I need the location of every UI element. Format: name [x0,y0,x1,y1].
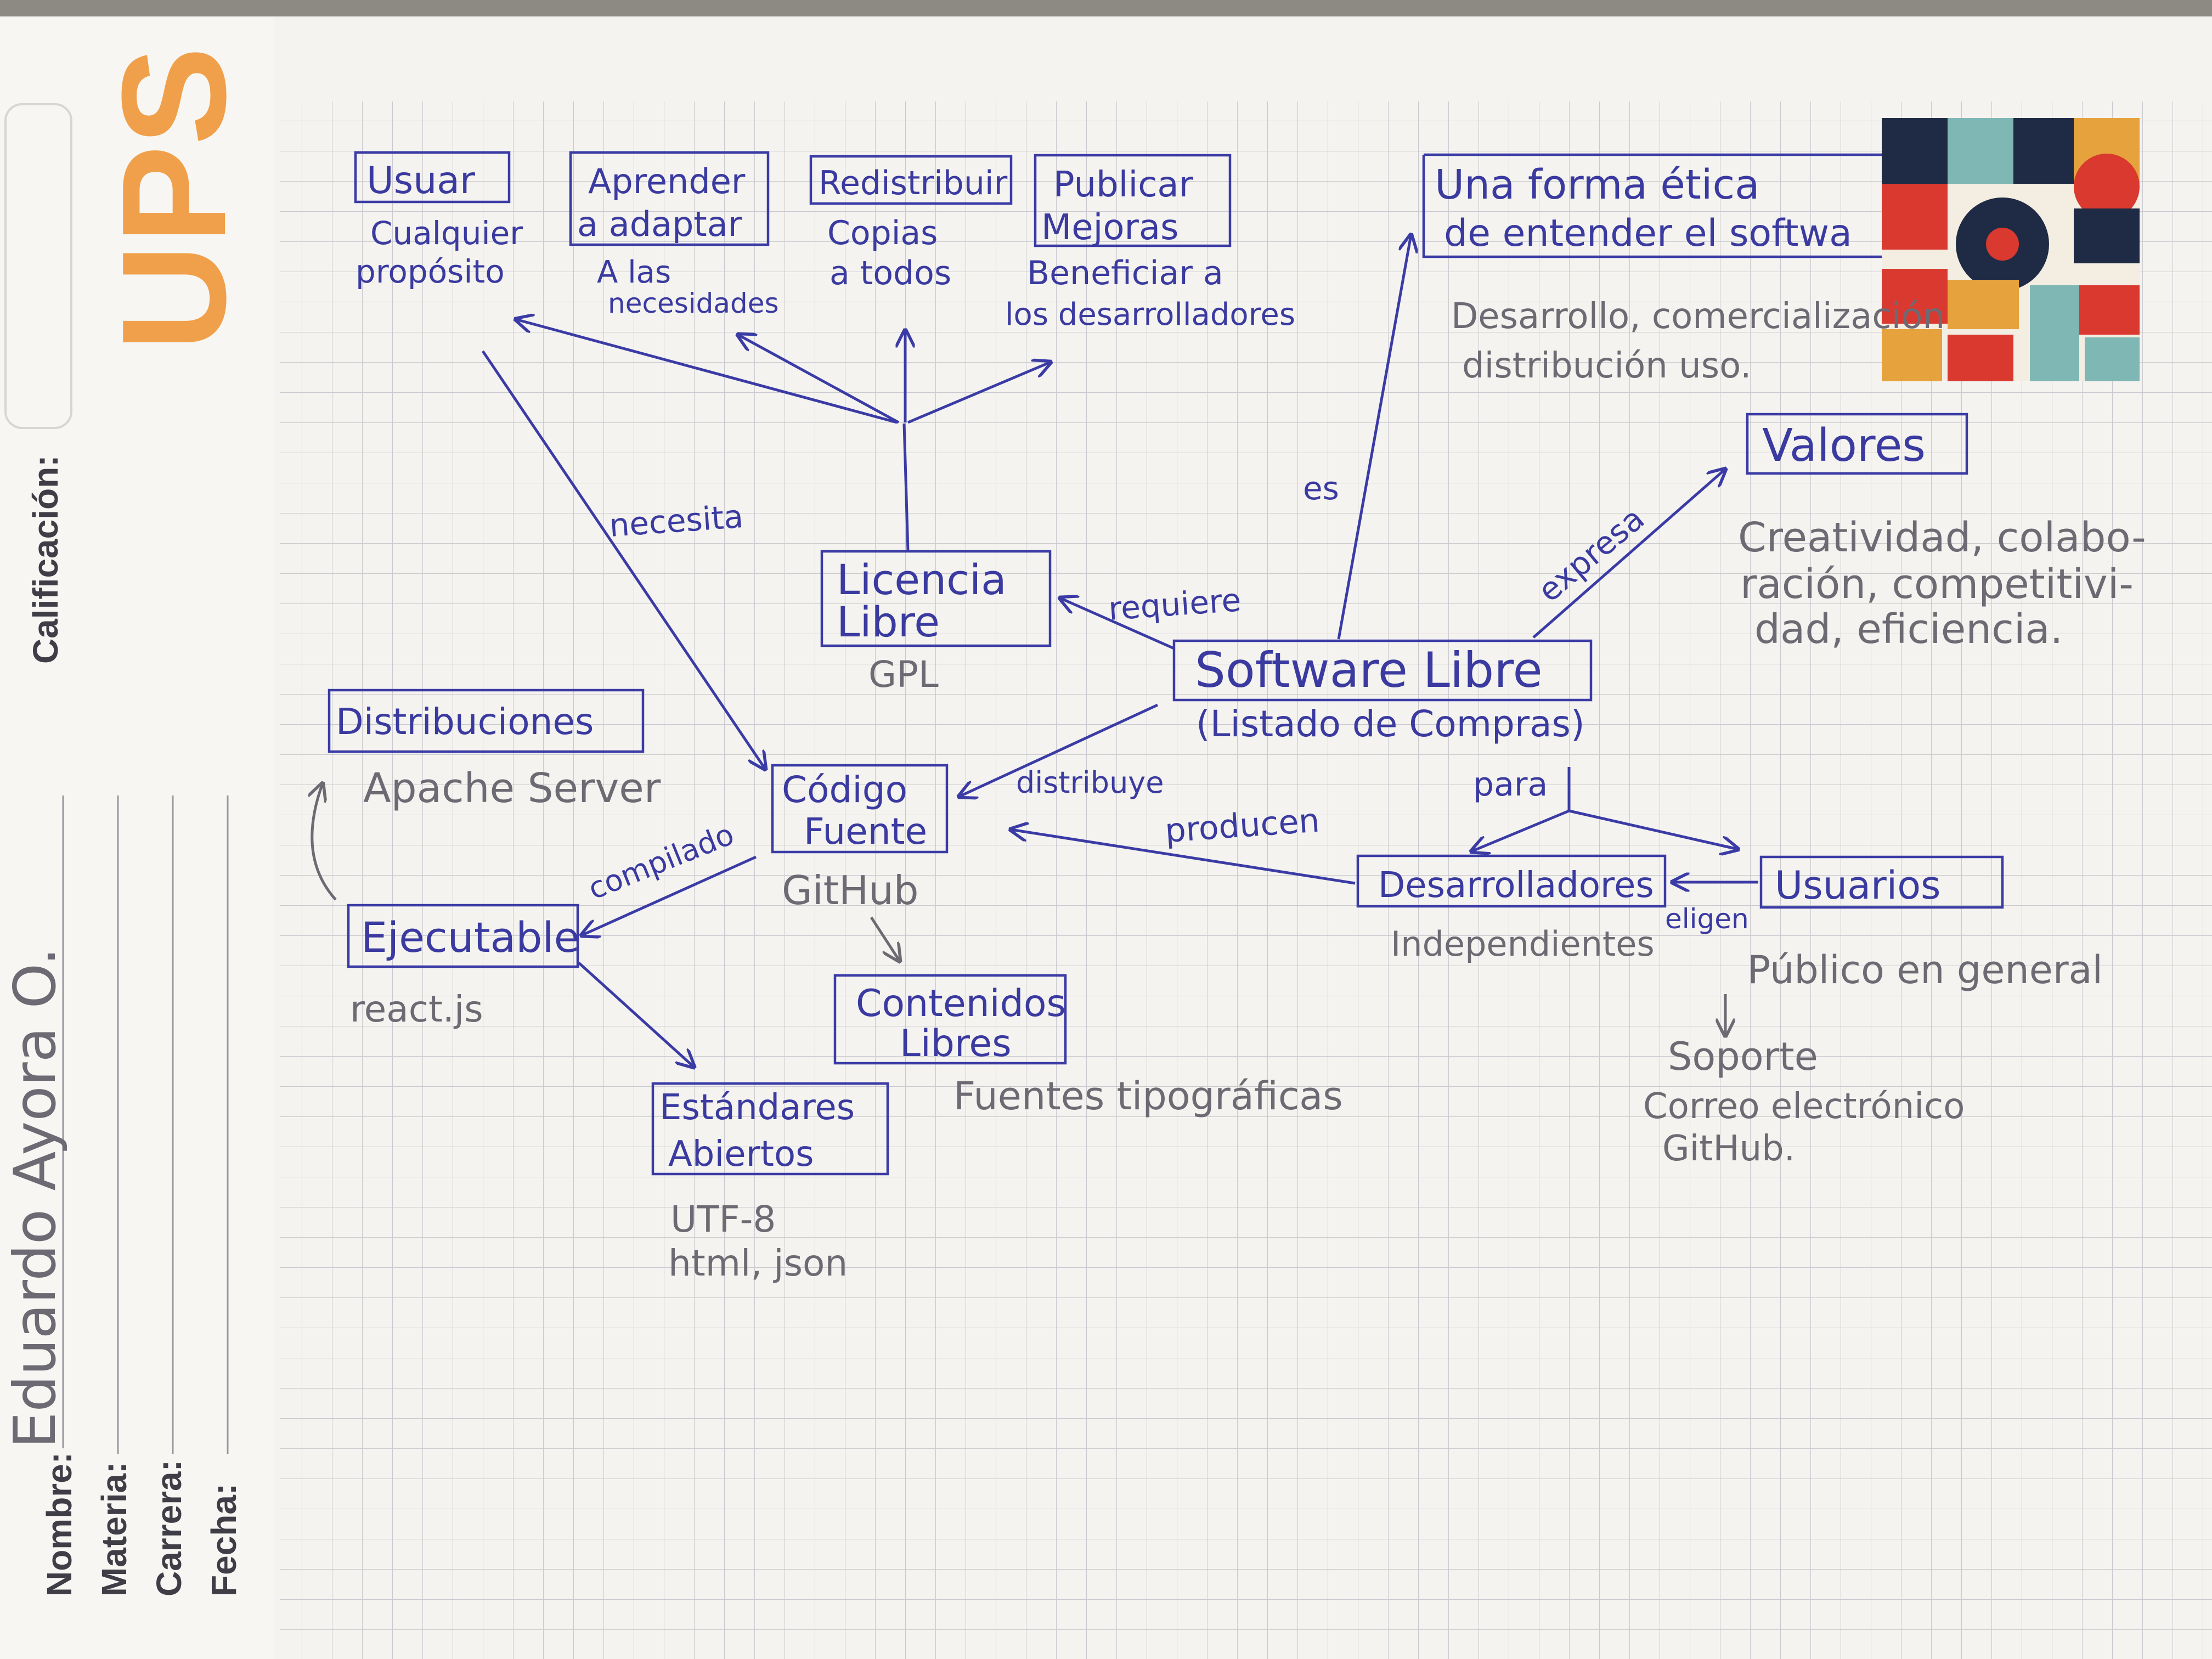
node-contenidos-title-1: Contenidos [856,982,1066,1025]
field-label-carrera: Carrera: [149,1460,189,1596]
label-es: es [1303,470,1339,507]
edge-para-usuarios [1568,809,1738,849]
edge-licencia-trunk [902,423,910,552]
node-soporte-title: Soporte [1668,1034,1818,1079]
edge-codigo-ejecutable [582,855,757,935]
node-codigo-title-2: Fuente [804,810,927,853]
brand-logo: UPS [92,47,257,351]
node-aprender-desc-2: necesidades [608,287,779,319]
edge-licencia-aprender [738,335,900,424]
node-desarrolladores-desc: Independientes [1391,924,1655,964]
label-eligen: eligen [1665,903,1749,935]
node-desarrolladores: Desarrolladores Independientes [1356,854,1667,964]
node-valores-desc-1: Creatividad, colabo- [1738,514,2146,561]
edge-para-desarrolladores [1471,809,1570,851]
label-para: para [1473,765,1548,804]
node-redistribuir: Redistribuir Copias a todos [809,155,1013,292]
node-contenidos-title-2: Libres [900,1022,1012,1065]
field-label-materia: Materia: [94,1462,134,1596]
edge-desarrolladores-codigo [1011,830,1356,885]
node-soporte-desc-1: Correo electrónico [1643,1086,1965,1127]
node-etica-title-2: de entender el softwa [1444,212,1852,255]
node-publicar-desc-1: Beneficiar a [1027,254,1223,292]
node-publicar-title-1: Publicar [1053,165,1194,205]
node-usar-desc-2: propósito [356,253,505,290]
node-ejecutable: Ejecutable react.js [347,904,579,1030]
edge-licencia-publicar [907,362,1051,424]
node-licencia-title-2: Libre [837,597,940,646]
node-usar-title: Usuar [366,159,475,202]
node-contenidos: Contenidos Libres Fuentes tipográficas [833,974,1343,1119]
connectors [312,235,1758,1067]
edge-software-etica [1337,235,1411,640]
node-desarrolladores-title: Desarrolladores [1378,865,1654,906]
edge-ejecutable-distribuciones [312,783,337,901]
edge-software-codigo [959,703,1159,797]
node-redistribuir-desc-2: a todos [830,254,951,292]
node-publicar: Publicar Mejoras Beneficiar a los desarr… [1005,154,1295,332]
node-usar-desc-1: Cualquier [370,215,523,252]
node-distribuciones: Distribuciones Apache Server [328,689,661,812]
label-distribuye: distribuye [1016,765,1164,800]
node-aprender: Aprender a adaptar A las necesidades [569,151,779,319]
field-label-fecha: Fecha: [204,1483,244,1596]
node-distribuciones-desc: Apache Server [363,765,661,812]
node-usar: Usuar Cualquier propósito [354,151,523,290]
edge-software-valores [1532,469,1725,639]
node-distribuciones-title: Distribuciones [336,701,594,743]
node-licencia-desc: GPL [868,653,939,696]
node-estandares-title-2: Abiertos [668,1134,814,1175]
node-licencia: Licencia Libre GPL [820,550,1052,696]
node-codigo: Código Fuente GitHub [771,764,949,913]
node-estandares-title-1: Estándares [659,1087,855,1128]
node-usuarios-desc: Público en general [1747,947,2103,992]
node-estandares-desc-1: UTF-8 [670,1198,776,1240]
node-ejecutable-title: Ejecutable [361,913,579,962]
field-value-nombre: Eduardo Ayora O. [2,947,69,1448]
node-estandares: Estándares Abiertos UTF-8 html, json [651,1082,889,1284]
node-usuarios-title: Usuarios [1775,863,1941,908]
node-codigo-title-1: Código [782,769,907,811]
edge-github-contenidos [870,916,900,961]
node-valores-title: Valores [1762,420,1926,472]
node-codigo-desc: GitHub [782,867,919,913]
node-redistribuir-desc-1: Copias [827,214,938,252]
node-valores-desc-3: dad, eficiencia. [1754,606,2063,653]
node-redistribuir-title: Redistribuir [819,164,1008,202]
node-aprender-title-2: a adaptar [577,204,742,244]
node-valores-desc-2: ración, competitivi- [1740,561,2134,608]
node-ejecutable-desc: react.js [350,988,483,1030]
edge-licencia-usar [516,319,898,424]
edge-ejecutable-estandares [578,962,694,1067]
header-strip: Calificación: UPS Nombre: Eduardo Ayora … [2,47,257,1596]
node-etica: Una forma ética de entender el softwa De… [1422,153,1945,386]
node-valores: Valores Creatividad, colabo- ración, com… [1738,413,2146,653]
node-usuarios: Usuarios Público en general [1747,855,2103,992]
grade-box [4,103,72,429]
node-software-title: Software Libre [1195,642,1543,698]
node-etica-desc-2: distribución uso. [1462,346,1751,386]
label-requiere: requiere [1107,581,1242,628]
node-software: Software Libre (Listado de Compras) [1172,639,1593,745]
node-soporte: Soporte Correo electrónico GitHub. [1643,1034,1965,1169]
left-margin-band [0,16,274,1659]
node-etica-title-1: Una forma ética [1435,161,1759,208]
node-software-desc: (Listado de Compras) [1196,703,1585,745]
edge-usar-codigo [481,350,765,769]
node-publicar-title-2: Mejoras [1041,207,1178,248]
node-aprender-desc-1: A las [597,255,671,290]
edge-software-licencia [1060,598,1175,650]
geometric-sticker [1882,118,2140,381]
node-estandares-desc-2: html, json [668,1242,848,1284]
node-soporte-desc-2: GitHub. [1662,1128,1795,1169]
node-aprender-title-1: Aprender [588,161,746,201]
node-licencia-title-1: Licencia [837,555,1007,604]
field-label-nombre: Nombre: [40,1452,79,1596]
grade-label: Calificación: [26,455,65,664]
node-etica-desc-1: Desarrollo, comercialización [1451,296,1945,337]
node-publicar-desc-2: los desarrolladores [1005,297,1295,332]
node-contenidos-desc: Fuentes tipográficas [953,1074,1343,1119]
